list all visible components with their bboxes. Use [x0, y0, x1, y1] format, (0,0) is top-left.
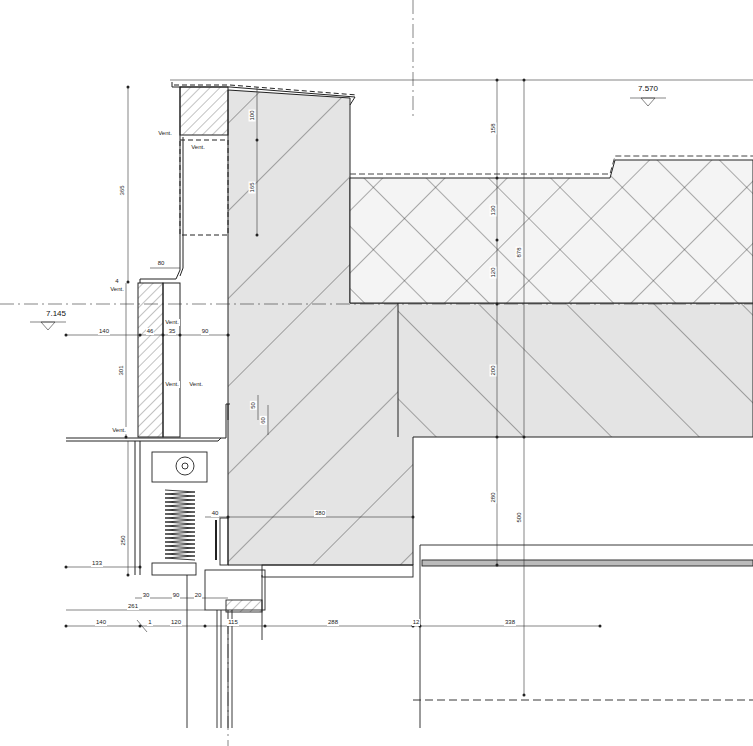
dimension-label: Vent. [157, 130, 173, 137]
dimension-label: 288 [327, 619, 339, 626]
dimension-label: 20 [194, 592, 203, 599]
dimension-label: 30 [142, 592, 151, 599]
dimension-label: 60 [260, 416, 267, 425]
dimension-label: 133 [91, 560, 103, 567]
dimension-label: 40 [211, 510, 220, 517]
dimension-label: 280 [489, 491, 496, 503]
dimension-label: 90 [201, 328, 210, 335]
dimension-label: 158 [489, 122, 496, 134]
dimension-label: 500 [515, 511, 522, 523]
dimension-label: 200 [489, 364, 496, 376]
dimension-label: 4 [114, 278, 119, 285]
cladding [66, 82, 357, 575]
dimension-label: Vent. [111, 427, 127, 434]
dimension-label: 380 [314, 510, 326, 517]
dimension-label: 12 [412, 619, 421, 626]
dimension-label: 100 [248, 109, 255, 121]
blind-box [152, 452, 228, 728]
dimension-ticks [65, 79, 602, 697]
dimension-label: 35 [168, 328, 177, 335]
dimension-label: Vent. [109, 286, 125, 293]
dimension-label: 365 [118, 184, 125, 196]
dimension-label: 301 [117, 364, 124, 376]
dimension-label: 165 [248, 181, 255, 193]
window-frame [205, 545, 753, 728]
dimension-label: Vent. [164, 381, 180, 388]
level-label: 7.145 [45, 309, 67, 318]
dimension-label: 140 [98, 328, 110, 335]
dimension-label: 261 [127, 603, 139, 610]
dimension-label: 250 [119, 534, 126, 546]
dimension-label: 80 [157, 260, 166, 267]
dimension-label: Vent. [190, 144, 206, 151]
dimension-label: 90 [172, 592, 181, 599]
concrete [228, 90, 753, 565]
dimension-label: Vent. [164, 319, 180, 326]
dimension-label: 115 [227, 619, 239, 626]
dimension-label: 1 [147, 619, 152, 626]
level-label: 7.570 [637, 84, 659, 93]
dimension-label: 120 [170, 619, 182, 626]
insulation [350, 156, 753, 303]
dimension-label: 130 [489, 204, 496, 216]
dimension-label: 46 [146, 328, 155, 335]
dimension-label: 140 [95, 619, 107, 626]
dimension-label: 120 [489, 266, 496, 278]
dimension-label: Vent. [188, 381, 204, 388]
dimension-label: 338 [504, 619, 516, 626]
dimension-label: 50 [250, 401, 257, 410]
dimension-label: 878 [515, 246, 522, 258]
